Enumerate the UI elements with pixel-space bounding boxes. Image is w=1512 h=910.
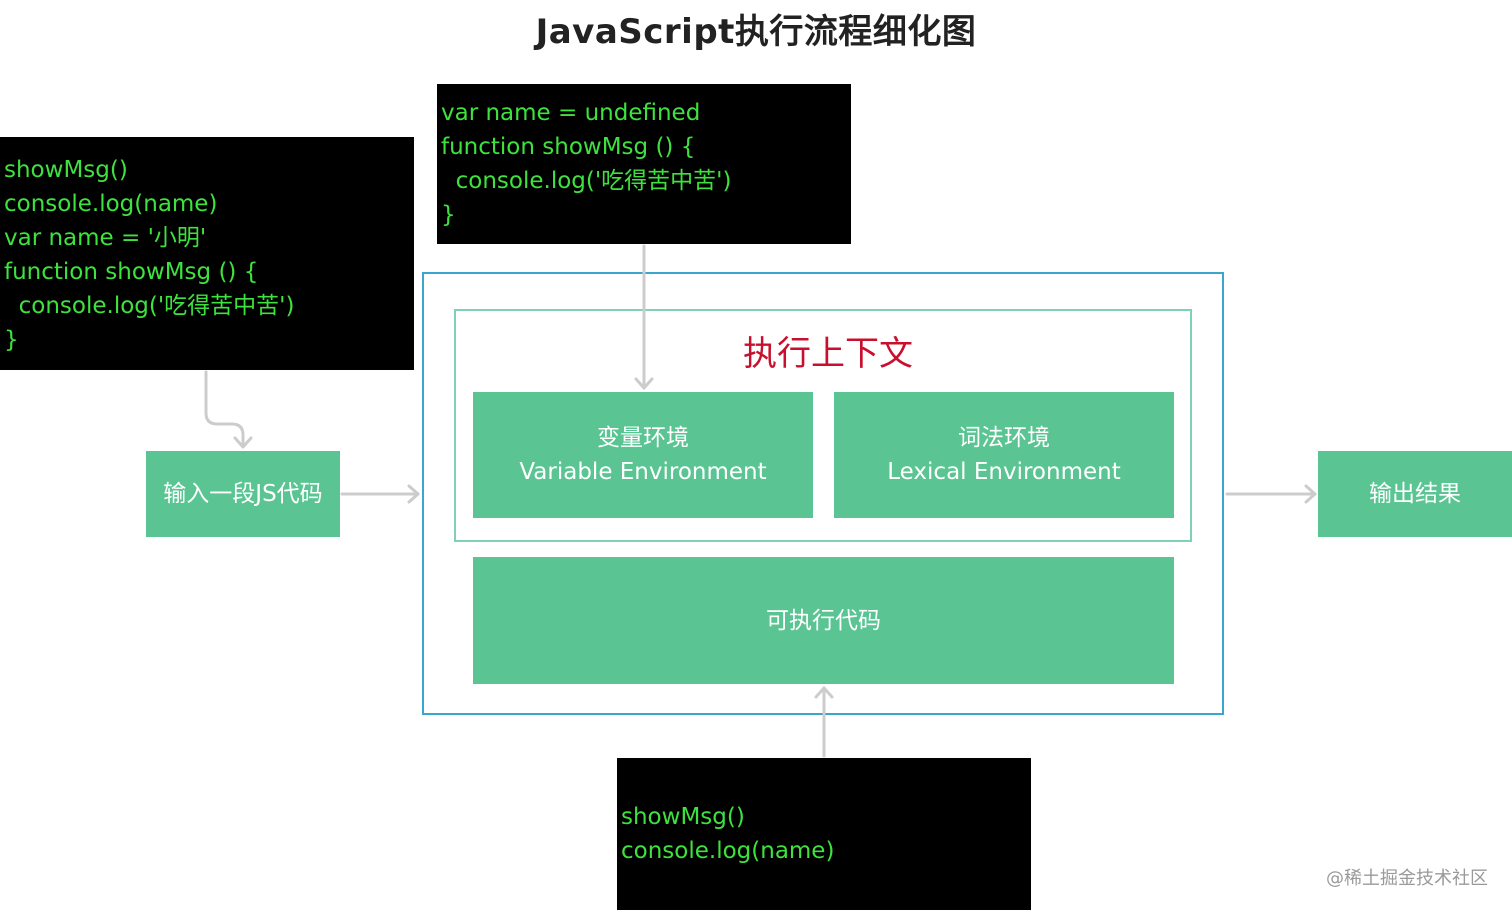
- executable-code-label: 可执行代码: [766, 607, 881, 634]
- arrowhead-runtime-to-output: [1304, 484, 1317, 504]
- execution-context-label: 执行上下文: [743, 334, 913, 374]
- diagram-title: JavaScript执行流程细化图: [535, 12, 977, 52]
- code-line: function showMsg () {: [4, 259, 259, 285]
- code-line: }: [4, 327, 19, 353]
- input-box: 输入一段JS代码: [146, 451, 340, 537]
- code-line: showMsg(): [621, 804, 745, 830]
- executable-code-box: 可执行代码: [473, 557, 1174, 684]
- code-line: function showMsg () {: [441, 134, 696, 160]
- variable-environment-cn: 变量环境: [597, 425, 689, 451]
- code-line: console.log('吃得苦中苦'): [441, 168, 732, 194]
- code-line: showMsg(): [4, 157, 128, 183]
- code-block-bottom: showMsg() console.log(name): [617, 758, 1031, 910]
- code-line: var name = '小明': [4, 225, 207, 251]
- arrowhead-input-to-runtime: [407, 484, 420, 504]
- watermark: @稀土掘金技术社区: [1326, 868, 1488, 889]
- output-box-label: 输出结果: [1369, 481, 1461, 507]
- code-line: }: [441, 202, 456, 228]
- lexical-environment-en: Lexical Environment: [887, 459, 1121, 485]
- arrowhead-code-to-input: [233, 436, 253, 449]
- code-line: var name = undefined: [441, 100, 701, 126]
- arrowhead-bottom-code-to-executable: [814, 686, 834, 699]
- code-block-top: var name = undefined function showMsg ()…: [437, 84, 851, 244]
- arrow-code-to-input: [204, 370, 245, 448]
- variable-environment-box: 变量环境 Variable Environment: [473, 392, 813, 518]
- code-line: console.log(name): [621, 838, 835, 864]
- execution-context-box: [454, 309, 1192, 542]
- code-block-left: showMsg() console.log(name) var name = '…: [0, 137, 414, 370]
- output-box: 输出结果: [1318, 451, 1512, 537]
- code-line: console.log(name): [4, 191, 218, 217]
- input-box-label: 输入一段JS代码: [163, 481, 323, 507]
- variable-environment-en: Variable Environment: [519, 459, 767, 485]
- arrowhead-top-code-to-variable-env: [634, 377, 654, 390]
- lexical-environment-box: 词法环境 Lexical Environment: [834, 392, 1174, 518]
- code-line: console.log('吃得苦中苦'): [4, 293, 295, 319]
- lexical-environment-cn: 词法环境: [958, 425, 1050, 451]
